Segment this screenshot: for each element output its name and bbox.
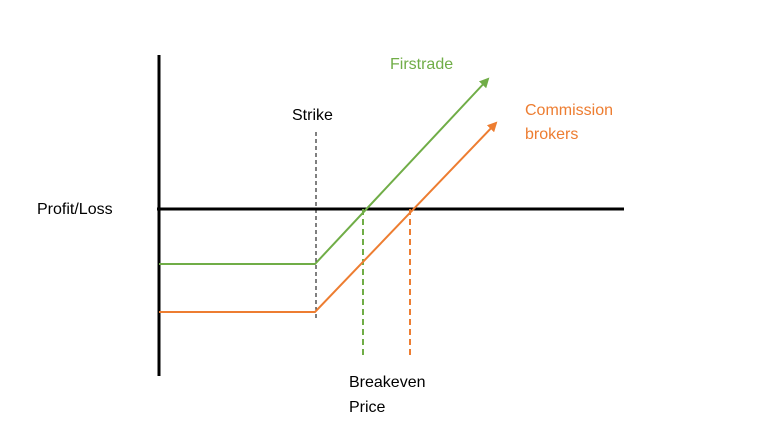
- commission-label-line2: brokers: [525, 126, 578, 143]
- commission-payoff-line: [159, 121, 498, 313]
- firstrade-payoff-line: [159, 77, 490, 265]
- breakeven-label-line2: Price: [349, 399, 386, 416]
- y-axis-label: Profit/Loss: [37, 201, 113, 218]
- breakeven-label-line1: Breakeven: [349, 374, 426, 391]
- firstrade-label: Firstrade: [390, 56, 453, 73]
- commission-label-line1: Commission: [525, 102, 613, 119]
- strike-label: Strike: [292, 107, 333, 124]
